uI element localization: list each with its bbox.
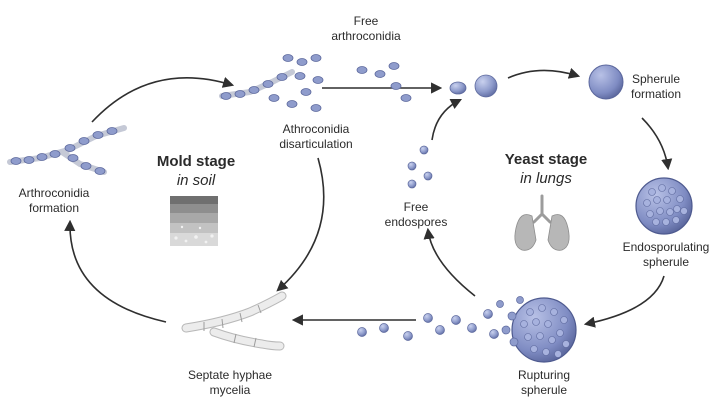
yeast-stage-heading: Yeast stage in lungs <box>486 150 606 188</box>
free-endospore-cells <box>407 145 433 189</box>
arrow-endospores-to-free-cells <box>431 98 463 141</box>
arrow-disarticulation-to-hyphae <box>276 157 325 292</box>
disarticulating-chains <box>219 54 324 112</box>
label-arthroconidia-formation: Arthroconidia formation <box>18 186 90 215</box>
rounding-cell <box>474 74 498 98</box>
free-arthroconidia-cells <box>356 62 412 102</box>
label-disarticulation: Athroconidia disarticulation <box>279 122 353 151</box>
arrow-to-rupturing <box>583 275 665 328</box>
label-free-arthroconidia: Free arthroconidia <box>331 14 401 43</box>
mold-stage-heading: Mold stage in soil <box>136 152 256 190</box>
label-spherule-formation: Spherule formation <box>630 72 682 101</box>
arrow-hyphae-to-formation <box>64 219 167 323</box>
arrow-formation-to-disarticulation <box>91 77 235 123</box>
mold-stage-subtitle: in soil <box>176 172 216 189</box>
arthroconidia-chain <box>7 125 127 175</box>
soil-layers-icon <box>170 196 218 246</box>
septate-hyphae <box>181 291 287 351</box>
arrow-to-endosporulating <box>641 117 673 171</box>
endosporulating-spherule <box>635 177 693 235</box>
label-free-endospores: Free endospores <box>384 200 448 229</box>
spherule-formation-cell <box>588 64 624 100</box>
arrow-to-spherule-formation <box>507 67 581 79</box>
arrow-to-free-endospores <box>423 227 476 297</box>
yeast-stage-subtitle: in lungs <box>520 170 572 187</box>
label-septate-hyphae: Septate hyphae mycelia <box>187 368 273 397</box>
rupturing-spherule <box>496 296 577 363</box>
label-rupturing-spherule: Rupturing spherule <box>517 368 571 397</box>
lungs-icon <box>514 194 570 251</box>
yeast-stage-title: Yeast stage <box>504 151 588 168</box>
released-endospores <box>357 309 499 341</box>
mold-stage-title: Mold stage <box>156 153 236 170</box>
label-endosporulating-spherule: Endosporulating spherule <box>622 240 710 269</box>
small-rounding-cell <box>449 81 467 95</box>
